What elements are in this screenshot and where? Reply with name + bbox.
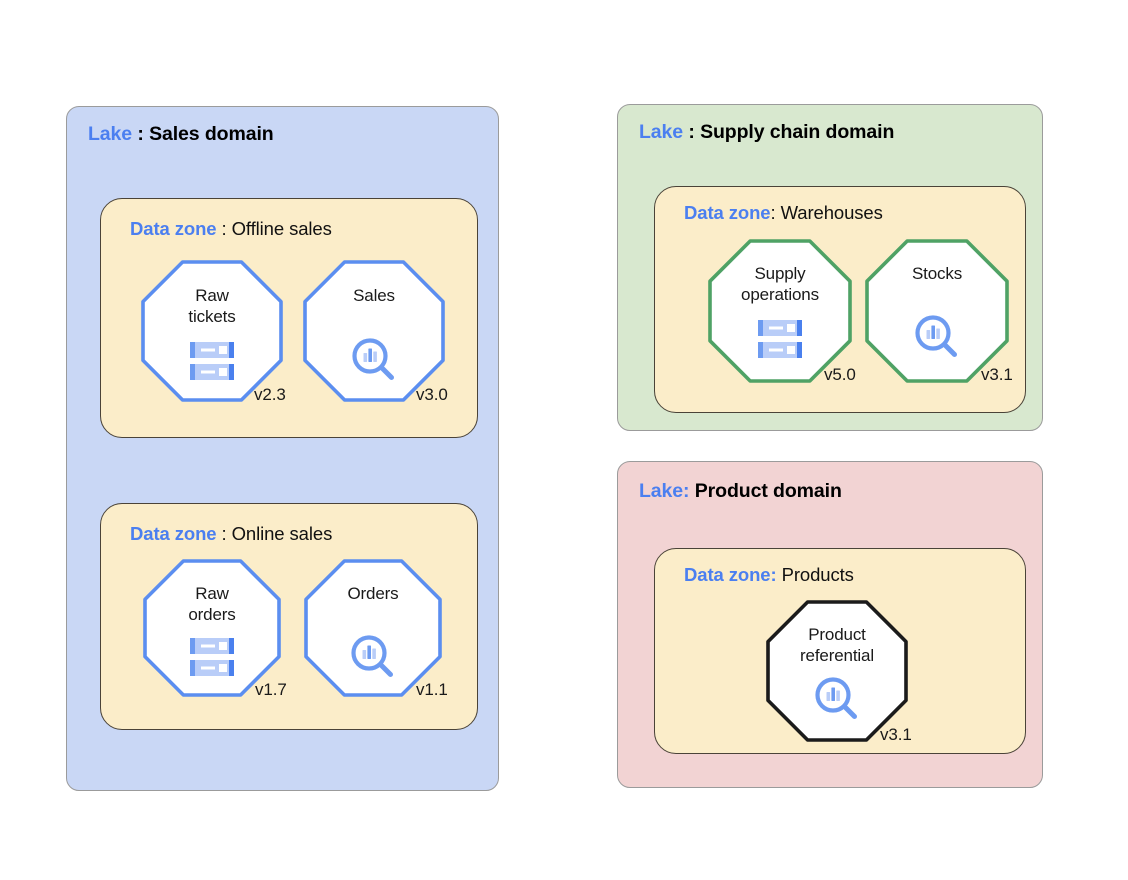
lake-separator: : [132,123,150,145]
lake-sales-domain[interactable]: Lake : Sales domain Data zone : Offline … [66,106,499,791]
data-zone-offline-sales-title: Data zone : Offline sales [130,218,332,240]
data-zone-warehouses[interactable]: Data zone: Warehouses Supply operations [654,186,1026,413]
lake-product-domain[interactable]: Lake: Product domain Data zone: Products… [617,461,1043,788]
octagon-shape [865,239,1009,383]
data-zone-separator: : [216,218,232,239]
data-product-raw-orders[interactable]: Raw orders v1.7 [143,559,287,699]
octagon-shape [708,239,852,383]
data-product-label: Stocks [911,264,963,283]
lake-name: Supply chain domain [700,121,895,143]
octagon-shape [141,260,283,402]
data-product-label: Sales [353,286,395,305]
lake-name: Sales domain [149,123,274,145]
data-zone-products[interactable]: Data zone: Products Product referential [654,548,1026,754]
data-product-orders[interactable]: Orders v1.1 [304,559,448,699]
data-zone-warehouses-title: Data zone: Warehouses [684,202,883,224]
data-product-version: v2.3 [254,385,286,404]
octagon-shape [143,559,281,697]
data-zone-products-title: Data zone: Products [684,564,854,586]
data-product-version: v1.7 [255,680,287,699]
data-zone-keyword: Data zone [130,218,217,239]
data-product-raw-tickets[interactable]: Raw tickets v2.3 [141,260,286,404]
lake-name: Product domain [694,480,842,502]
data-zone-name: Warehouses [780,202,883,223]
data-product-version: v3.1 [880,725,912,744]
data-zone-name: Offline sales [231,218,332,239]
lake-supply-chain-title: Lake : Supply chain domain [639,121,894,144]
data-zone-separator: : [770,202,781,223]
data-zone-name: Products [781,564,854,585]
lake-keyword: Lake [639,121,684,143]
magnifier-bars-icon [865,315,1009,359]
data-product-label: Orders [347,584,399,603]
data-zone-separator: : [216,523,232,544]
lake-keyword: Lake [88,123,133,145]
lake-keyword: Lake [639,480,684,502]
data-product-version: v5.0 [824,365,856,384]
octagon-shape [303,260,445,402]
data-zone-name: Online sales [231,523,333,544]
data-zone-offline-sales[interactable]: Data zone : Offline sales Raw tickets [100,198,478,438]
data-product-version: v3.0 [416,385,448,404]
octagon-shape [304,559,442,697]
data-product-label: Raw orders [188,584,236,624]
data-product-label: Raw tickets [188,286,236,326]
data-zone-separator: : [770,564,782,585]
magnifier-bars-icon [303,338,445,382]
magnifier-bars-icon [766,677,908,721]
lake-separator: : [683,480,695,502]
data-product-label: Product referential [800,625,874,665]
data-product-sales[interactable]: Sales v3.0 [303,260,448,404]
data-zone-online-sales-title: Data zone : Online sales [130,523,332,545]
data-product-version: v1.1 [416,680,448,699]
data-zone-online-sales[interactable]: Data zone : Online sales Raw orders [100,503,478,730]
data-product-version: v3.1 [981,365,1013,384]
server-icon [708,319,852,359]
lake-supply-chain-domain[interactable]: Lake : Supply chain domain Data zone: Wa… [617,104,1043,431]
data-zone-keyword: Data zone [130,523,217,544]
magnifier-bars-icon [304,635,442,679]
lake-sales-title: Lake : Sales domain [88,123,274,146]
data-product-supply-operations[interactable]: Supply operations v5.0 [708,239,856,384]
data-zone-keyword: Data zone [684,202,771,223]
data-product-product-referential[interactable]: Product referential v3.1 [766,600,912,744]
data-product-label: Supply operations [741,264,819,304]
lake-separator: : [683,121,701,143]
server-icon [141,341,283,381]
server-icon [143,637,281,677]
lake-product-title: Lake: Product domain [639,480,842,503]
data-zone-keyword: Data zone [684,564,771,585]
octagon-shape [766,600,908,742]
data-product-stocks[interactable]: Stocks v3.1 [865,239,1013,384]
